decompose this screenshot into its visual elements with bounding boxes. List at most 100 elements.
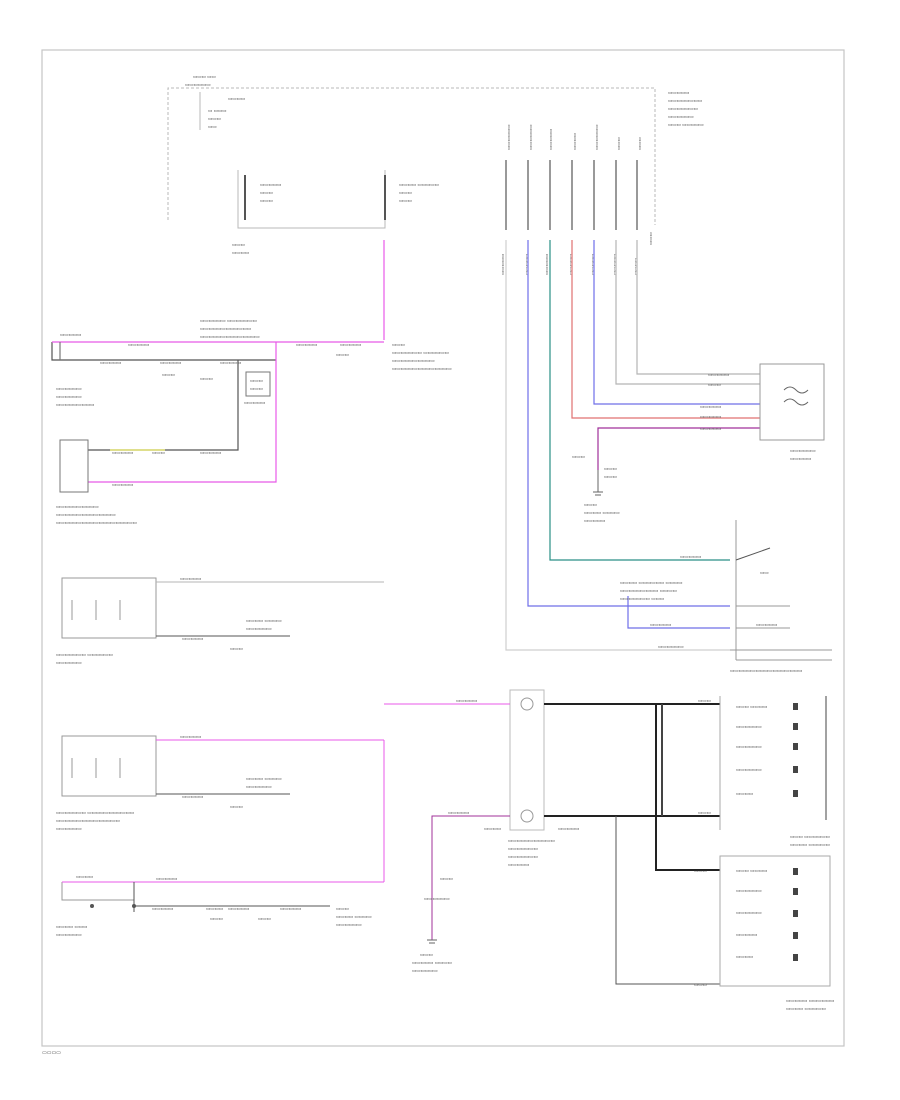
svg-text:▭▭▭: ▭▭▭ (604, 467, 617, 472)
heater-switch-box (759, 363, 825, 441)
rear-seat-labels: ▭▭▭▭ ▭▭▭▭▭ ▭▭▭▭▭ ▭▭▭▭ ▭▭▭▭▭ ▭▭▭▭▭ ▭▭▭ ▭▭… (56, 875, 371, 938)
svg-text:▭▭▭▭▭▭▭▭▭▭▭▭▭▭▭: ▭▭▭▭▭▭▭▭▭▭▭▭▭▭▭ (56, 819, 120, 824)
svg-text:▭▭▭▭▭: ▭▭▭▭▭ (501, 254, 506, 275)
svg-text:▭▭▭▭: ▭▭▭▭ (484, 827, 501, 832)
svg-text:▭▭▭▭▭▭▭▭▭▭▭▭▭▭: ▭▭▭▭▭▭▭▭▭▭▭▭▭▭ (392, 367, 452, 372)
svg-text:▭▭▭: ▭▭▭ (584, 503, 597, 508)
svg-text:▭▭▭▭▭▭: ▭▭▭▭▭▭ (736, 745, 762, 750)
lin-module-labels: ▭▭▭▭▭ ▭▭ ▭▭▭▭ ▭▭▭▭▭▭ ▭▭▭▭ ▭▭▭▭▭▭▭▭▭ ▭▭▭▭… (620, 555, 802, 674)
svg-text:▭▭▭: ▭▭▭ (572, 455, 585, 460)
svg-text:▭▭▭▭▭ ▭▭▭▭▭▭: ▭▭▭▭▭ ▭▭▭▭▭▭ (786, 999, 834, 1004)
svg-text:▭▭▭▭▭▭: ▭▭▭▭▭▭ (412, 969, 438, 974)
svg-text:▭▭▭: ▭▭▭ (260, 191, 273, 196)
svg-text:▭▭▭: ▭▭▭ (649, 232, 654, 245)
svg-text:▭▭▭▭▭: ▭▭▭▭▭ (448, 811, 469, 816)
svg-text:▭▭▭▭▭▭: ▭▭▭▭▭▭ (336, 923, 362, 928)
right-seat-module (719, 855, 831, 987)
svg-text:▭▭▭: ▭▭▭ (698, 699, 711, 704)
svg-text:▭▭▭▭▭▭: ▭▭▭▭▭▭ (736, 889, 762, 894)
svg-text:▭▭▭: ▭▭▭ (617, 137, 622, 150)
heater-switch-labels: ▭▭▭▭▭ ▭▭▭ ▭▭▭▭▭ ▭▭▭▭▭ ▭▭▭▭▭ ▭▭▭▭▭▭ ▭▭▭▭▭ (700, 373, 816, 462)
svg-text:▭▭▭▭▭: ▭▭▭▭▭ (180, 577, 201, 582)
svg-text:▭▭▭▭▭: ▭▭▭▭▭ (112, 451, 133, 456)
svg-text:▭▭▭▭▭: ▭▭▭▭▭ (545, 254, 550, 275)
svg-text:▭▭▭▭ ▭▭▭▭▭: ▭▭▭▭ ▭▭▭▭▭ (790, 843, 830, 848)
left-pink-circuit (51, 240, 385, 483)
svg-text:▭▭▭▭▭: ▭▭▭▭▭ (296, 343, 317, 348)
svg-text:▭▭▭: ▭▭▭ (694, 869, 707, 874)
left-seat-module-labels: ▭▭▭ ▭▭▭ ▭▭▭ ▭▭▭▭ ▭▭▭▭▭▭ ▭▭▭▭▭▭ ▭▭▭▭▭▭ ▭▭… (698, 699, 830, 848)
svg-text:▭▭: ▭▭ (208, 125, 217, 130)
svg-text:▭▭▭: ▭▭▭ (399, 191, 412, 196)
svg-text:▭▭▭▭▭: ▭▭▭▭▭ (708, 373, 729, 378)
svg-text:▭▭▭▭▭: ▭▭▭▭▭ (160, 361, 181, 366)
svg-text:▭▭▭: ▭▭▭ (638, 137, 643, 150)
svg-text:▭▭▭▭▭: ▭▭▭▭▭ (220, 361, 241, 366)
svg-text:▭▭▭▭▭▭: ▭▭▭▭▭▭ (736, 725, 762, 730)
svg-text:▭▭▭▭▭▭: ▭▭▭▭▭▭ (246, 785, 272, 790)
svg-text:▭▭▭▭▭: ▭▭▭▭▭ (100, 361, 121, 366)
svg-text:▭▭▭▭▭: ▭▭▭▭▭ (244, 401, 265, 406)
svg-text:▭▭▭▭▭: ▭▭▭▭▭ (700, 415, 721, 420)
svg-text:▭▭▭: ▭▭▭ (230, 647, 243, 652)
svg-text:▭▭▭▭▭▭: ▭▭▭▭▭▭ (56, 395, 82, 400)
svg-text:▭▭▭▭▭▭ ▭▭▭▭▭▭▭: ▭▭▭▭▭▭ ▭▭▭▭▭▭▭ (200, 319, 257, 324)
seat-module-wires (544, 703, 720, 871)
svg-text:▭▭▭▭▭: ▭▭▭▭▭ (558, 827, 579, 832)
svg-text:▭▭▭: ▭▭▭ (210, 917, 223, 922)
svg-text:▭▭▭▭▭▭▭▭▭▭▭▭▭▭: ▭▭▭▭▭▭▭▭▭▭▭▭▭▭ (200, 335, 260, 340)
ground-labels-mid: ▭▭▭ ▭▭▭ ▭▭▭ ▭▭▭ ▭▭▭▭ ▭▭▭▭ ▭▭▭▭▭ (572, 455, 619, 524)
seat-switch-2-labels: ▭▭▭▭▭ ▭▭▭▭ ▭▭▭▭ ▭▭▭▭▭▭ ▭▭▭▭▭ ▭▭▭ ▭▭▭▭▭▭▭… (56, 735, 281, 832)
ground-symbol-mid (593, 470, 603, 496)
svg-text:▭▭▭▭ ▭▭▭▭▭: ▭▭▭▭ ▭▭▭▭▭ (399, 183, 439, 188)
svg-text:▭▭▭: ▭▭▭ (200, 377, 213, 382)
svg-text:▭▭▭ ▭▭▭▭▭▭: ▭▭▭ ▭▭▭▭▭▭ (790, 835, 830, 840)
svg-text:▭▭▭ ▭▭: ▭▭▭ ▭▭ (193, 75, 216, 80)
svg-text:▭▭▭▭▭▭▭: ▭▭▭▭▭▭▭ (508, 847, 538, 852)
svg-text:▭▭▭▭: ▭▭▭▭ (736, 955, 753, 960)
svg-text:▭▭▭▭▭▭▭▭▭: ▭▭▭▭▭▭▭▭▭ (56, 403, 94, 408)
svg-text:▭▭▭▭▭: ▭▭▭▭▭ (60, 333, 81, 338)
svg-text:▭▭▭: ▭▭▭ (420, 953, 433, 958)
svg-text:▭▭▭▭▭▭: ▭▭▭▭▭▭ (790, 449, 816, 454)
svg-text:▭▭▭▭▭: ▭▭▭▭▭ (156, 877, 177, 882)
bundle-wires (505, 240, 760, 651)
svg-text:▭▭▭▭▭: ▭▭▭▭▭ (152, 907, 173, 912)
svg-text:▭▭▭▭▭▭▭ ▭▭▭: ▭▭▭▭▭▭▭ ▭▭▭ (620, 597, 664, 602)
svg-text:▭▭▭▭▭▭: ▭▭▭▭▭▭ (56, 661, 82, 666)
svg-text:▭▭: ▭▭ (760, 571, 769, 576)
svg-text:▭▭▭: ▭▭▭ (258, 917, 271, 922)
left-circuit-components (59, 371, 271, 493)
svg-text:▭▭▭▭▭: ▭▭▭▭▭ (112, 483, 133, 488)
svg-text:▭▭▭▭ ▭▭▭▭: ▭▭▭▭ ▭▭▭▭ (584, 511, 619, 516)
svg-text:▭▭▭▭▭▭▭▭▭▭▭▭▭▭▭▭▭: ▭▭▭▭▭▭▭▭▭▭▭▭▭▭▭▭▭ (730, 669, 802, 674)
seat-switch-block-1 (61, 577, 384, 639)
svg-text:▭▭▭▭ ▭▭▭▭▭: ▭▭▭▭ ▭▭▭▭▭ (786, 1007, 826, 1012)
wire-blue (527, 240, 730, 607)
svg-text:▭▭▭▭ ▭▭▭▭▭▭ ▭▭▭▭: ▭▭▭▭ ▭▭▭▭▭▭ ▭▭▭▭ (620, 581, 682, 586)
svg-text:▭▭▭▭: ▭▭▭▭ (573, 133, 578, 150)
svg-text:▭▭▭: ▭▭▭ (440, 877, 453, 882)
svg-text:▭▭▭▭▭▭: ▭▭▭▭▭▭ (246, 627, 272, 632)
svg-text:▭▭▭▭▭▭: ▭▭▭▭▭▭ (56, 387, 82, 392)
bundle-stubs (505, 160, 638, 230)
svg-text:▭▭▭ ▭▭▭▭: ▭▭▭ ▭▭▭▭ (736, 869, 767, 874)
svg-text:▭▭▭▭▭▭▭: ▭▭▭▭▭▭▭ (668, 107, 698, 112)
svg-text:▭▭▭▭▭: ▭▭▭▭▭ (650, 623, 671, 628)
svg-text:▭▭▭▭▭▭▭▭▭▭: ▭▭▭▭▭▭▭▭▭▭ (56, 505, 99, 510)
svg-text:▭▭▭: ▭▭▭ (604, 475, 617, 480)
wire-gray-outer (505, 240, 730, 651)
seat-switch-block-2 (61, 735, 385, 882)
wire-gray (615, 240, 760, 385)
svg-text:▭▭▭: ▭▭▭ (392, 343, 405, 348)
power-supply-section (167, 87, 656, 229)
svg-text:▭▭▭▭▭ ▭▭▭▭: ▭▭▭▭▭ ▭▭▭▭ (412, 961, 452, 966)
svg-text:▭▭▭▭▭: ▭▭▭▭▭ (736, 933, 757, 938)
svg-text:▭▭▭: ▭▭▭ (250, 387, 263, 392)
right-seat-module-connectors (793, 868, 798, 961)
wire-gray-2 (636, 240, 760, 375)
svg-text:▭▭▭▭▭▭▭: ▭▭▭▭▭▭▭ (508, 855, 538, 860)
ground-symbol-bottom (427, 939, 437, 944)
svg-text:▭▭▭▭▭▭▭▭▭▭▭▭▭▭▭▭▭▭▭: ▭▭▭▭▭▭▭▭▭▭▭▭▭▭▭▭▭▭▭ (56, 521, 137, 526)
wire-teal (549, 240, 730, 561)
